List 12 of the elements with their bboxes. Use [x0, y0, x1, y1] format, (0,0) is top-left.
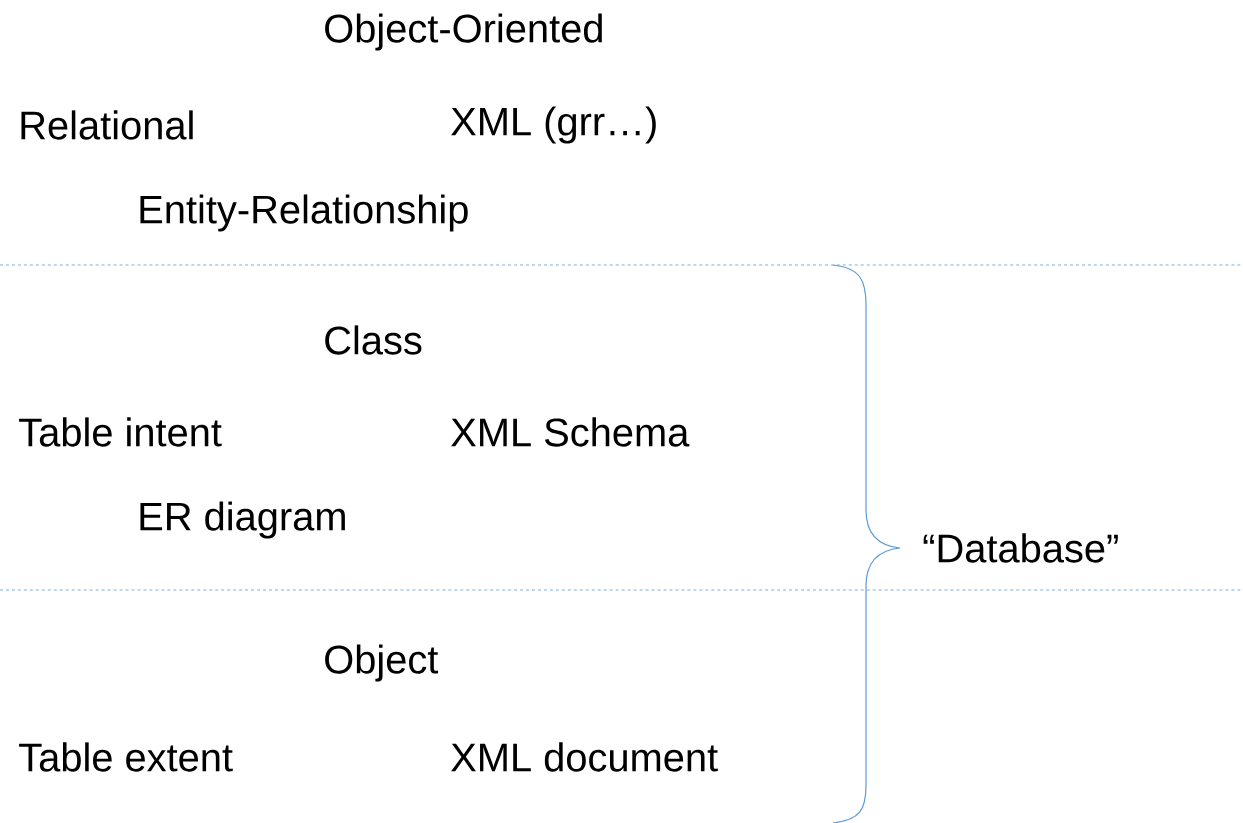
label-text: XML (grr…): [451, 106, 656, 144]
label-text: Object-Oriented: [325, 13, 602, 51]
label-text: Relational: [21, 110, 193, 140]
label-text: Table intent: [19, 417, 222, 447]
label-text: XML document: [451, 742, 718, 772]
label-text: Class: [325, 325, 422, 355]
label-text: XML Schema: [451, 417, 690, 447]
label-text: Table extent: [19, 742, 233, 772]
label-text: ER diagram: [140, 501, 345, 539]
label-text: “Database”: [923, 533, 1118, 563]
label-text: Entity-Relationship: [140, 194, 468, 232]
label-text: Object: [325, 644, 439, 682]
